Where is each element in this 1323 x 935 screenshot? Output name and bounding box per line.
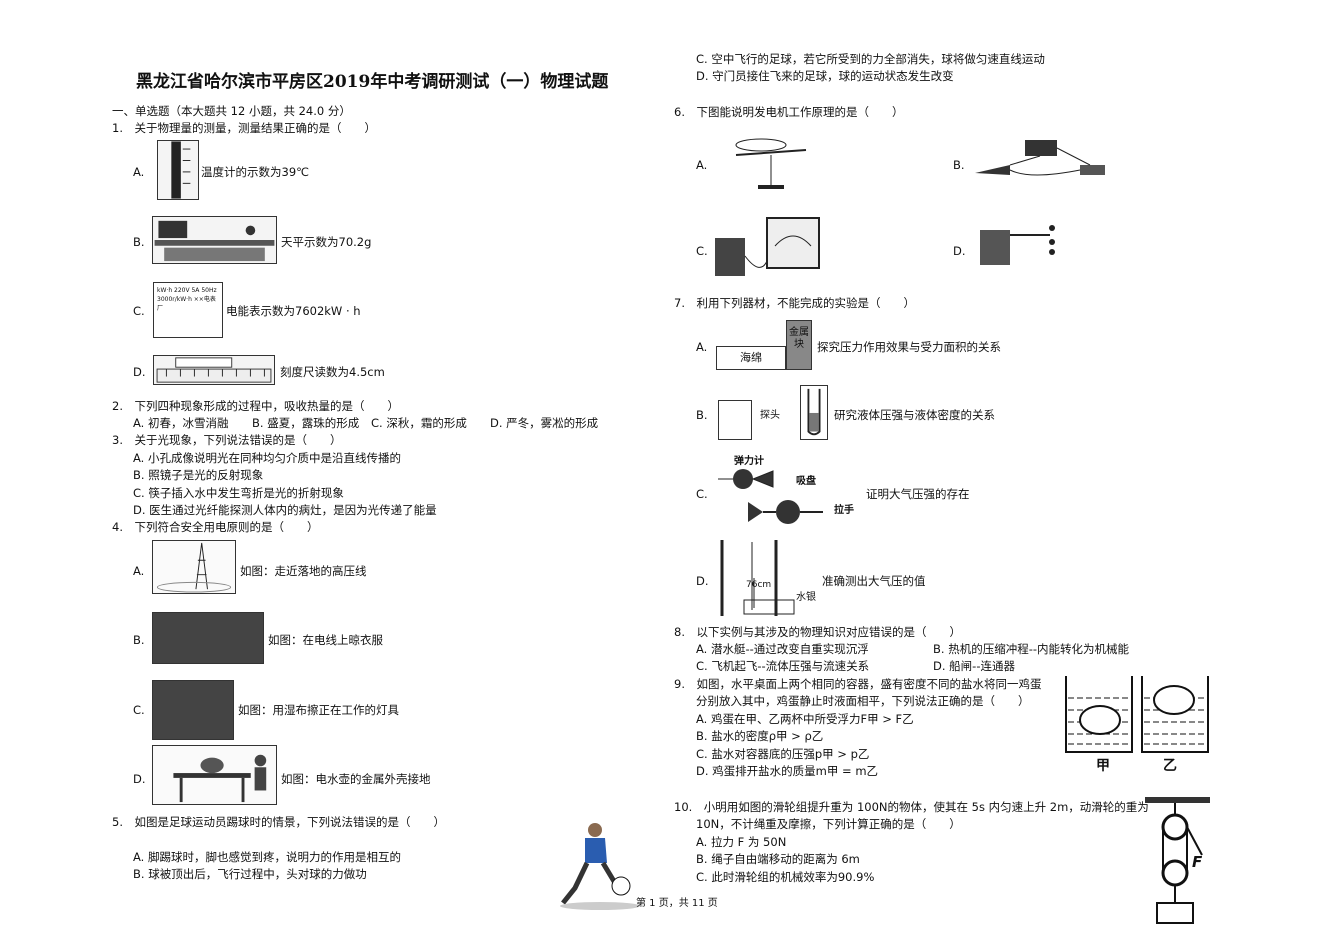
question-4-stem: 4. 下列符合安全用电原则的是（ ） bbox=[112, 520, 319, 534]
q3-option-d[interactable]: D. 医生通过光纤能探测人体内的病灶，是因为光传递了能量 bbox=[133, 503, 437, 517]
q6-option-c[interactable]: C. bbox=[696, 244, 708, 258]
salt-water-containers-image bbox=[1062, 676, 1212, 756]
clothes-on-wire-image bbox=[152, 612, 264, 664]
balance-scale-image bbox=[152, 216, 277, 264]
q4-option-c-text: 如图：用湿布擦正在工作的灯具 bbox=[238, 703, 399, 717]
question-10-stem-line-2: 10N，不计绳重及摩擦，下列计算正确的是（ ） bbox=[696, 817, 961, 831]
suction-cup-label: 吸盘 bbox=[796, 476, 816, 487]
q10-option-a[interactable]: A. 拉力 F 为 50N bbox=[696, 835, 787, 849]
thermometer-image bbox=[157, 140, 199, 200]
question-9-stem-line-1: 9. 如图，水平桌面上两个相同的容器，盛有密度不同的盐水将同一鸡蛋 bbox=[674, 677, 1042, 691]
q3-option-b[interactable]: B. 照镜子是光的反射现象 bbox=[133, 468, 264, 482]
force-f-label: F bbox=[1192, 853, 1203, 871]
q4-option-d[interactable]: D. bbox=[133, 772, 146, 786]
q4-option-c[interactable]: C. bbox=[133, 703, 145, 717]
q8-option-b[interactable]: B. 热机的压缩冲程--内能转化为机械能 bbox=[933, 642, 1129, 656]
q1-option-d-text: 刻度尺读数为4.5cm bbox=[280, 365, 385, 379]
q5-option-b[interactable]: B. 球被顶出后，飞行过程中，头对球的力做功 bbox=[133, 867, 367, 881]
q4-option-a[interactable]: A. bbox=[133, 564, 145, 578]
q6-option-d[interactable]: D. bbox=[953, 244, 966, 258]
q4-option-b[interactable]: B. bbox=[133, 633, 145, 647]
handle-label: 拉手 bbox=[834, 505, 854, 516]
kettle-grounding-image bbox=[152, 745, 277, 805]
q8-option-c[interactable]: C. 飞机起飞--流体压强与流速关系 bbox=[696, 659, 870, 673]
suction-cup-image-2 bbox=[748, 498, 828, 526]
ruler-image bbox=[153, 355, 275, 385]
sponge-label: 海绵 bbox=[716, 346, 786, 370]
q1-option-c[interactable]: C. bbox=[133, 304, 145, 318]
q1-option-d[interactable]: D. bbox=[133, 365, 146, 379]
q3-option-a[interactable]: A. 小孔成像说明光在同种均匀介质中是沿直线传播的 bbox=[133, 451, 401, 465]
question-8-stem: 8. 以下实例与其涉及的物理知识对应错误的是（ ） bbox=[674, 625, 961, 639]
q5-option-a[interactable]: A. 脚踢球时，脚也感觉到疼，说明力的作用是相互的 bbox=[133, 850, 401, 864]
q1-option-a[interactable]: A. bbox=[133, 165, 145, 179]
q4-option-d-text: 如图：电水壶的金属外壳接地 bbox=[281, 772, 431, 786]
q1-option-b[interactable]: B. bbox=[133, 235, 145, 249]
q9-option-d[interactable]: D. 鸡蛋排开盐水的质量m甲 = m乙 bbox=[696, 764, 879, 778]
q2-option-a[interactable]: A. 初春，冰雪消融 bbox=[133, 416, 229, 430]
question-10-stem-line-1: 10. 小明用如图的滑轮组提升重为 100N的物体，使其在 5s 内匀速上升 2… bbox=[674, 800, 1149, 814]
generator-galvanometer-image bbox=[715, 216, 825, 278]
question-1-stem: 1. 关于物理量的测量，测量结果正确的是（ ） bbox=[112, 121, 376, 135]
container-jia-label: 甲 bbox=[1096, 758, 1110, 774]
q7-option-c[interactable]: C. bbox=[696, 487, 708, 501]
question-9-stem-line-2: 分别放入其中，鸡蛋静止时液面相平，下列说法正确的是（ ） bbox=[696, 694, 1030, 708]
metal-block-label: 金属块 bbox=[786, 320, 812, 370]
q2-option-d[interactable]: D. 严冬，雾凇的形成 bbox=[490, 416, 599, 430]
q7-option-d[interactable]: D. bbox=[696, 574, 709, 588]
u-tube-manometer-image bbox=[800, 385, 828, 440]
q5-option-c[interactable]: C. 空中飞行的足球，若它所受到的力全部消失，球将做匀速直线运动 bbox=[696, 52, 1045, 66]
electromagnetic-relay-image bbox=[970, 220, 1060, 280]
question-6-stem: 6. 下图能说明发电机工作原理的是（ ） bbox=[674, 105, 904, 119]
soccer-player-image bbox=[555, 818, 645, 913]
q9-option-b[interactable]: B. 盐水的密度ρ甲 > ρ乙 bbox=[696, 729, 824, 743]
page-footer: 第 1 页，共 11 页 bbox=[636, 898, 718, 909]
question-2-stem: 2. 下列四种现象形成的过程中，吸收热量的是（ ） bbox=[112, 399, 399, 413]
probe-label: 探头 bbox=[760, 410, 780, 421]
spring-scale-label: 弹力计 bbox=[734, 456, 764, 467]
question-3-stem: 3. 关于光现象，下列说法错误的是（ ） bbox=[112, 433, 342, 447]
q1-option-c-text: 电能表示数为7602kW · h bbox=[226, 304, 361, 318]
q1-option-a-text: 温度计的示数为39℃ bbox=[201, 165, 310, 179]
q6-option-b[interactable]: B. bbox=[953, 158, 965, 172]
q8-option-d[interactable]: D. 船闸--连通器 bbox=[933, 659, 1015, 673]
q7-option-b[interactable]: B. bbox=[696, 408, 708, 422]
q7-option-d-text: 准确测出大气压的值 bbox=[822, 574, 926, 588]
high-voltage-line-image bbox=[152, 540, 236, 594]
q7-option-b-text: 研究液体压强与液体密度的关系 bbox=[834, 408, 995, 422]
q7-option-a[interactable]: A. bbox=[696, 340, 708, 354]
q9-option-c[interactable]: C. 盐水对容器底的压强p甲 > p乙 bbox=[696, 747, 870, 761]
pulley-system-image bbox=[1140, 795, 1215, 925]
q9-option-a[interactable]: A. 鸡蛋在甲、乙两杯中所受浮力F甲 > F乙 bbox=[696, 712, 914, 726]
q3-option-c[interactable]: C. 筷子插入水中发生弯折是光的折射现象 bbox=[133, 486, 344, 500]
page-title: 黑龙江省哈尔滨市平房区2019年中考调研测试（一）物理试题 bbox=[136, 72, 609, 92]
q7-option-a-text: 探究压力作用效果与受力面积的关系 bbox=[817, 340, 1001, 354]
wiping-lamp-image bbox=[152, 680, 234, 740]
q4-option-a-text: 如图：走近落地的高压线 bbox=[240, 564, 367, 578]
q2-option-b[interactable]: B. 盛夏，露珠的形成 bbox=[252, 416, 360, 430]
electric-meter-image: kW·h 220V 5A 50Hz 3000r/kW·h ××电表厂 bbox=[153, 282, 223, 338]
torricelli-experiment-image bbox=[714, 538, 818, 618]
q1-option-b-text: 天平示数为70.2g bbox=[281, 235, 372, 249]
section-heading: 一、单选题（本大题共 12 小题，共 24.0 分） bbox=[112, 104, 351, 118]
q4-option-b-text: 如图：在电线上晾衣服 bbox=[268, 633, 383, 647]
q6-option-a[interactable]: A. bbox=[696, 158, 708, 172]
question-5-stem: 5. 如图是足球运动员踢球时的情景，下列说法错误的是（ ） bbox=[112, 815, 445, 829]
q7-option-c-text: 证明大气压强的存在 bbox=[866, 487, 970, 501]
container-yi-label: 乙 bbox=[1163, 758, 1177, 774]
mercury-label: 水银 bbox=[796, 592, 816, 603]
q8-option-a[interactable]: A. 潜水艇--通过改变自重实现沉浮 bbox=[696, 642, 869, 656]
q2-option-c[interactable]: C. 深秋，霜的形成 bbox=[371, 416, 467, 430]
beaker-image bbox=[718, 400, 752, 440]
height-76cm-label: 76cm bbox=[746, 580, 772, 590]
q10-option-b[interactable]: B. 绳子自由端移动的距离为 6m bbox=[696, 852, 860, 866]
question-7-stem: 7. 利用下列器材，不能完成的实验是（ ） bbox=[674, 296, 915, 310]
motor-circuit-image bbox=[970, 135, 1120, 185]
q5-option-d[interactable]: D. 守门员接住飞来的足球，球的运动状态发生改变 bbox=[696, 69, 954, 83]
q10-option-c[interactable]: C. 此时滑轮组的机械效率为90.9% bbox=[696, 870, 875, 884]
compass-wire-image bbox=[716, 125, 810, 195]
suction-cup-image-1 bbox=[718, 468, 788, 490]
